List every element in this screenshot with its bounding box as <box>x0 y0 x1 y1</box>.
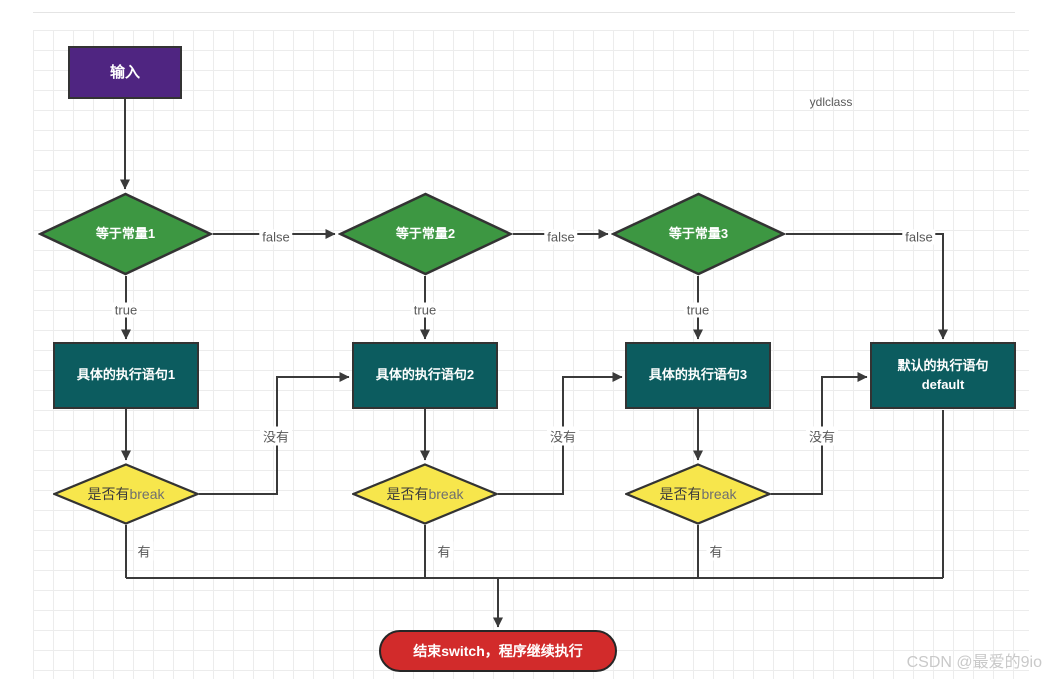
node-has-break-2: 是否有break <box>352 463 498 525</box>
node-has-break-1: 是否有break <box>53 463 199 525</box>
edge-label-no-2: 没有 <box>546 426 580 446</box>
grid-background <box>33 30 1029 679</box>
node-default-stmt-line2: default <box>921 376 965 392</box>
node-exec-stmt-2: 具体的执行语句2 <box>352 342 498 409</box>
top-divider <box>33 12 1015 13</box>
watermark-csdn: CSDN @最爱的9io <box>906 654 1042 671</box>
node-end-switch-label: 结束switch，程序继续执行 <box>413 642 583 659</box>
node-input: 输入 <box>68 46 182 99</box>
diamond-shape <box>338 192 513 276</box>
edge-label-true-2: true <box>410 302 440 318</box>
node-equals-const-1-label: 等于常量1 <box>95 225 156 241</box>
edge-label-no-1: 没有 <box>259 426 293 446</box>
node-has-break-2-label: 是否有break <box>386 485 464 502</box>
node-default-stmt: 默认的执行语句 default <box>870 342 1016 409</box>
edge-cond3-false <box>786 233 948 340</box>
edge-label-yes-1: 有 <box>134 541 154 561</box>
node-exec-stmt-2-label: 具体的执行语句2 <box>375 367 475 383</box>
edge-label-false-1: false <box>259 229 293 245</box>
edge-label-yes-2: 有 <box>434 541 454 561</box>
node-equals-const-2: 等于常量2 <box>338 192 513 276</box>
edge-label-false-2: false <box>544 229 578 245</box>
diamond-shape <box>53 463 199 525</box>
edge-label-false-3: false <box>902 229 936 245</box>
node-has-break-3-label: 是否有break <box>659 485 737 502</box>
node-default-stmt-line1: 默认的执行语句 <box>897 357 989 373</box>
node-equals-const-2-label: 等于常量2 <box>395 225 456 241</box>
node-equals-const-3: 等于常量3 <box>611 192 786 276</box>
edge-label-true-3: true <box>683 302 713 318</box>
node-input-label: 输入 <box>109 63 140 81</box>
node-exec-stmt-1-label: 具体的执行语句1 <box>76 367 176 383</box>
edge-label-yes-3: 有 <box>706 541 726 561</box>
diamond-shape <box>625 463 771 525</box>
node-has-break-3: 是否有break <box>625 463 771 525</box>
node-exec-stmt-1: 具体的执行语句1 <box>53 342 199 409</box>
diamond-shape <box>38 192 213 276</box>
node-exec-stmt-3: 具体的执行语句3 <box>625 342 771 409</box>
node-equals-const-1: 等于常量1 <box>38 192 213 276</box>
node-end-switch: 结束switch，程序继续执行 <box>379 630 617 672</box>
diamond-shape <box>611 192 786 276</box>
edge-label-true-1: true <box>111 302 141 318</box>
node-exec-stmt-3-label: 具体的执行语句3 <box>648 367 748 383</box>
node-equals-const-3-label: 等于常量3 <box>668 225 729 241</box>
annotation-ydlclass: ydlclass <box>809 95 853 109</box>
diamond-shape <box>352 463 498 525</box>
edge-label-no-3: 没有 <box>805 426 839 446</box>
node-has-break-1-label: 是否有break <box>87 485 165 502</box>
